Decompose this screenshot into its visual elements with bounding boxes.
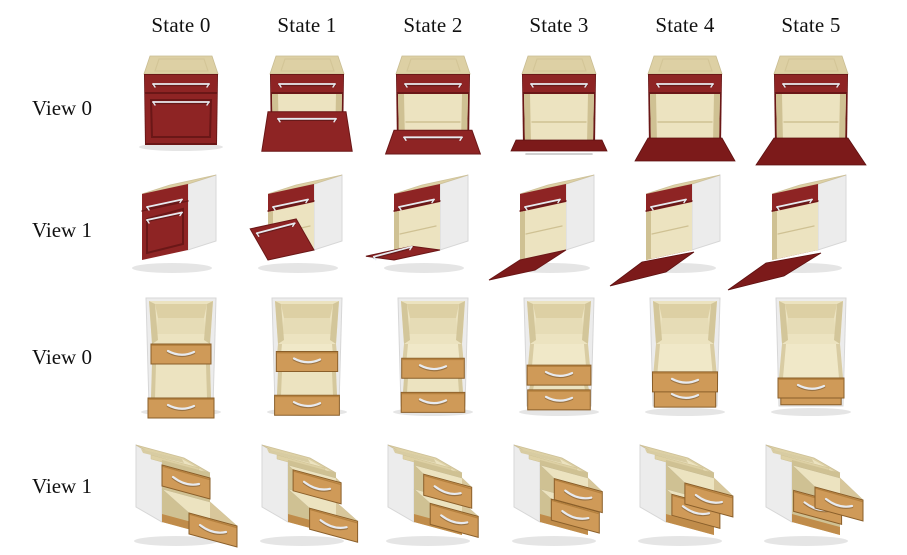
cabinet-illustration — [488, 174, 595, 281]
cabinet-illustration — [384, 55, 482, 155]
column-header-state-5: State 5 — [781, 12, 841, 37]
cabinet-illustration — [519, 297, 599, 416]
cabinet-illustration — [645, 297, 725, 416]
cabinet-cell-r1-s0 — [118, 168, 244, 292]
cabinet-illustration — [261, 55, 353, 152]
grid-corner-spacer — [6, 2, 118, 48]
row-label-view-1-wood: View 1 — [32, 474, 92, 498]
cabinet-illustration — [267, 297, 347, 416]
cabinet-illustration — [393, 297, 473, 416]
cabinet-illustration — [634, 55, 736, 162]
cabinet-illustration — [139, 55, 223, 151]
cabinet-cell-r0-s1 — [244, 48, 370, 168]
cabinet-illustration — [727, 174, 847, 291]
row-label-view-0-wood: View 0 — [32, 344, 92, 369]
cabinet-illustration — [510, 55, 608, 155]
cabinet-cell-r0-s0 — [118, 48, 244, 168]
cabinet-cell-r1-s5 — [727, 168, 874, 292]
cabinet-cell-r1-s4 — [609, 168, 748, 292]
cabinet-cell-r2-s5 — [748, 292, 874, 422]
cabinet-illustration — [141, 297, 221, 419]
column-header-state-0: State 0 — [151, 12, 211, 37]
cabinet-illustration — [134, 444, 238, 548]
cabinet-cell-r2-s2 — [370, 292, 496, 422]
cabinet-illustration — [609, 174, 721, 287]
cabinet-cell-r2-s0 — [118, 292, 244, 422]
cabinet-cell-r0-s4 — [622, 48, 748, 168]
cabinet-illustration — [755, 55, 867, 166]
cabinet-illustration — [771, 297, 851, 416]
cabinet-cell-r2-s1 — [244, 292, 370, 422]
row-label-view-0-red: View 0 — [32, 95, 92, 120]
cabinet-cell-r1-s2 — [365, 168, 496, 292]
cabinet-illustration — [260, 444, 359, 546]
cabinet-illustration — [638, 444, 734, 546]
cabinet-cell-r1-s3 — [488, 168, 622, 292]
column-header-state-3: State 3 — [529, 12, 589, 37]
cabinet-cell-r3-s5 — [748, 422, 874, 551]
cabinet-illustration — [764, 444, 864, 546]
cabinet-cell-r1-s1 — [244, 168, 370, 292]
cabinet-cell-r3-s2 — [370, 422, 496, 551]
column-header-state-4: State 4 — [655, 12, 715, 37]
cabinet-cell-r3-s1 — [244, 422, 370, 551]
cabinet-cell-r2-s3 — [496, 292, 622, 422]
cabinet-cell-r3-s0 — [118, 422, 244, 551]
column-header-state-1: State 1 — [277, 12, 337, 37]
cabinet-cell-r0-s3 — [496, 48, 622, 168]
row-label-view-1-red: View 1 — [32, 217, 92, 242]
cabinet-illustration — [365, 174, 469, 273]
cabinet-illustration — [512, 444, 603, 546]
column-header-state-2: State 2 — [403, 12, 463, 37]
cabinet-illustration — [249, 174, 343, 273]
cabinet-illustration — [132, 174, 217, 273]
cabinet-cell-r2-s4 — [622, 292, 748, 422]
cabinet-cell-r3-s3 — [496, 422, 622, 551]
cabinet-cell-r0-s5 — [748, 48, 874, 168]
cabinet-illustration — [386, 444, 479, 546]
cabinet-cell-r3-s4 — [622, 422, 748, 551]
cabinet-cell-r0-s2 — [370, 48, 496, 168]
